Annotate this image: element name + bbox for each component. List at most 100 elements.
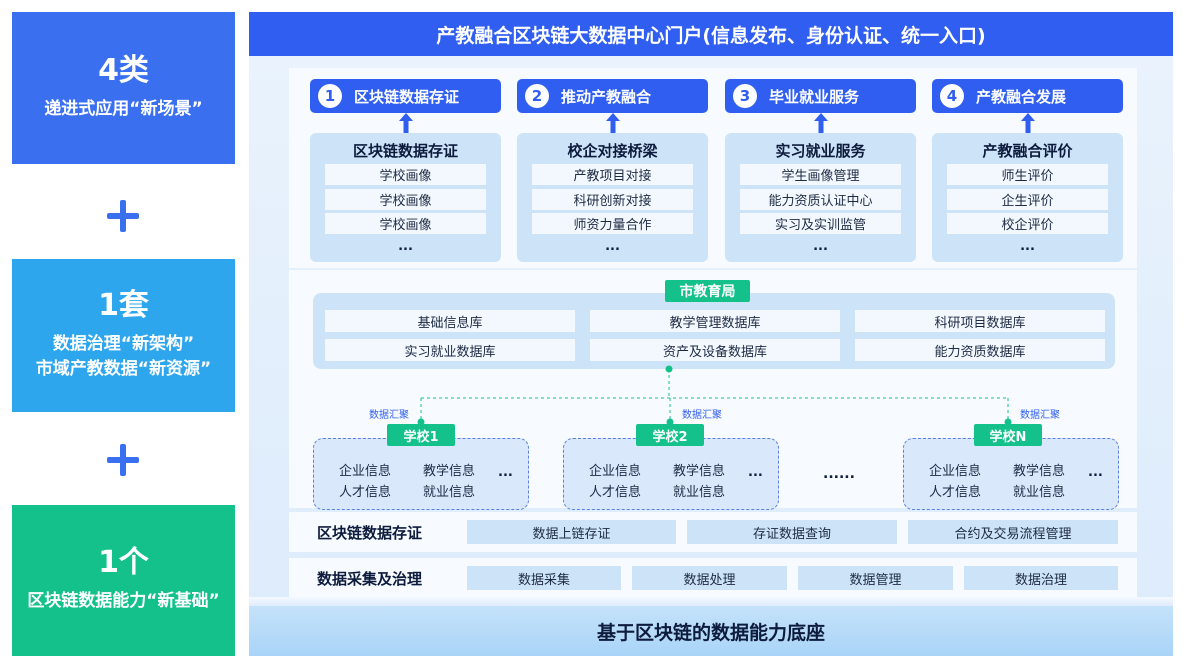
school-item: 就业信息 <box>423 485 476 500</box>
card-item: 师生评价 <box>947 164 1108 185</box>
card-title: 校企对接桥梁 <box>567 142 658 160</box>
school-box: 企业信息 教学信息 人才信息 就业信息 ... <box>313 438 529 510</box>
row-cell: 数据处理 <box>632 566 787 590</box>
left-panel-scenarios: 4类 递进式应用“新场景” <box>12 12 235 164</box>
data-governance-layer: 基础信息库 教学管理数据库 科研项目数据库 实习就业数据库 资产及设备数据库 能… <box>289 270 1137 510</box>
school-item: 教学信息 <box>673 464 726 479</box>
school-item: 人才信息 <box>339 485 392 500</box>
card-item: 企生评价 <box>947 189 1108 210</box>
app-pill: 4 产教融合发展 <box>932 79 1123 113</box>
school-item: 就业信息 <box>673 485 726 500</box>
arrow-up-icon <box>814 113 828 133</box>
school-more: ... <box>748 465 763 480</box>
app-pill: 3 毕业就业服务 <box>725 79 916 113</box>
school-item: 人才信息 <box>589 485 642 500</box>
app-number: 4 <box>940 84 964 108</box>
school-more: ... <box>498 465 513 480</box>
left-panel-text: 数据治理“新架构” <box>52 333 195 354</box>
plus-icon <box>105 442 141 478</box>
school-item: 人才信息 <box>929 485 982 500</box>
row-cell: 数据上链存证 <box>467 520 676 544</box>
main-frame: 产教融合区块链大数据中心门户(信息发布、身份认证、统一入口) 1 区块链数据存证… <box>249 12 1173 656</box>
left-panel-text: 区块链数据能力“新基础” <box>27 591 220 612</box>
left-panel-count: 1套 <box>98 287 149 323</box>
app-card: 产教融合评价 师生评价 企生评价 校企评价 ... <box>932 133 1123 262</box>
left-panel-text: 递进式应用“新场景” <box>44 98 203 119</box>
app-card: 区块链数据存证 学校画像 学校画像 学校画像 ... <box>310 133 501 262</box>
collection-layer: 数据采集及治理 数据采集 数据处理 数据管理 数据治理 <box>289 558 1137 598</box>
row-cell: 合约及交易流程管理 <box>908 520 1118 544</box>
school-more: ... <box>1088 465 1103 480</box>
app-number: 3 <box>733 84 757 108</box>
card-item: 实习及实训监管 <box>740 213 901 234</box>
database-cell: 能力资质数据库 <box>855 339 1105 361</box>
school-item: 企业信息 <box>339 464 392 479</box>
card-item: 学生画像管理 <box>740 164 901 185</box>
bureau-title: 市教育局 <box>665 280 750 302</box>
card-title: 实习就业服务 <box>775 142 866 160</box>
school-item: 企业信息 <box>929 464 982 479</box>
app-label: 毕业就业服务 <box>769 87 860 106</box>
card-item: 学校画像 <box>325 164 486 185</box>
school-item: 教学信息 <box>1013 464 1066 479</box>
card-more: ... <box>1020 239 1035 254</box>
left-panel-text: 市域产教数据“新资源” <box>35 359 212 379</box>
app-label: 区块链数据存证 <box>354 87 460 106</box>
row-cell: 数据治理 <box>964 566 1118 590</box>
row-label: 区块链数据存证 <box>317 523 423 542</box>
blockchain-layer: 区块链数据存证 数据上链存证 存证数据查询 合约及交易流程管理 <box>289 512 1137 552</box>
school-item: 教学信息 <box>423 464 476 479</box>
arrow-up-icon <box>606 113 620 133</box>
arrow-up-icon <box>399 113 413 133</box>
bureau-database-panel: 基础信息库 教学管理数据库 科研项目数据库 实习就业数据库 资产及设备数据库 能… <box>313 293 1115 369</box>
school-box: 企业信息 教学信息 人才信息 就业信息 ... <box>903 438 1119 510</box>
database-cell: 实习就业数据库 <box>325 339 575 361</box>
card-item: 学校画像 <box>325 189 486 210</box>
card-title: 产教融合评价 <box>982 142 1073 160</box>
school-item: 就业信息 <box>1013 485 1066 500</box>
app-card: 校企对接桥梁 产教项目对接 科研创新对接 师资力量合作 ... <box>517 133 708 262</box>
card-more: ... <box>398 239 413 254</box>
card-more: ... <box>813 239 828 254</box>
app-number: 2 <box>525 84 549 108</box>
portal-header: 产教融合区块链大数据中心门户(信息发布、身份认证、统一入口) <box>249 12 1173 56</box>
card-item: 学校画像 <box>325 213 486 234</box>
school-tag: 学校1 <box>387 424 455 446</box>
app-number: 1 <box>318 84 342 108</box>
aggregation-label: 数据汇聚 <box>369 410 409 421</box>
app-pill: 2 推动产教融合 <box>517 79 708 113</box>
left-panel-count: 1个 <box>98 545 149 581</box>
app-card: 实习就业服务 学生画像管理 能力资质认证中心 实习及实训监管 ... <box>725 133 916 262</box>
database-cell: 教学管理数据库 <box>590 310 840 332</box>
row-cell: 数据管理 <box>798 566 953 590</box>
card-item: 产教项目对接 <box>532 164 693 185</box>
left-panel-count: 4类 <box>98 52 149 88</box>
left-panel-architecture: 1套 数据治理“新架构” 市域产教数据“新资源” <box>12 259 235 412</box>
card-item: 科研创新对接 <box>532 189 693 210</box>
aggregation-connector <box>417 365 1012 426</box>
database-cell: 资产及设备数据库 <box>590 339 840 361</box>
school-tag: 学校N <box>974 424 1042 446</box>
foundation-footer: 基于区块链的数据能力底座 <box>249 606 1173 656</box>
card-item: 校企评价 <box>947 213 1108 234</box>
row-cell: 存证数据查询 <box>687 520 897 544</box>
row-cell: 数据采集 <box>467 566 621 590</box>
card-item: 师资力量合作 <box>532 213 693 234</box>
aggregation-label: 数据汇聚 <box>682 410 722 421</box>
plus-icon <box>105 198 141 234</box>
app-label: 推动产教融合 <box>561 87 652 106</box>
application-layer: 1 区块链数据存证 区块链数据存证 学校画像 学校画像 学校画像 ... 2 推… <box>289 68 1137 268</box>
school-tag: 学校2 <box>636 424 704 446</box>
card-title: 区块链数据存证 <box>352 142 458 160</box>
arrow-up-icon <box>1021 113 1035 133</box>
row-label: 数据采集及治理 <box>317 569 423 588</box>
card-item: 能力资质认证中心 <box>740 189 901 210</box>
app-label: 产教融合发展 <box>976 87 1067 106</box>
aggregation-label: 数据汇聚 <box>1020 410 1060 421</box>
schools-ellipsis: ...... <box>823 466 855 482</box>
database-cell: 科研项目数据库 <box>855 310 1105 332</box>
card-more: ... <box>605 239 620 254</box>
database-cell: 基础信息库 <box>325 310 575 332</box>
app-pill: 1 区块链数据存证 <box>310 79 501 113</box>
